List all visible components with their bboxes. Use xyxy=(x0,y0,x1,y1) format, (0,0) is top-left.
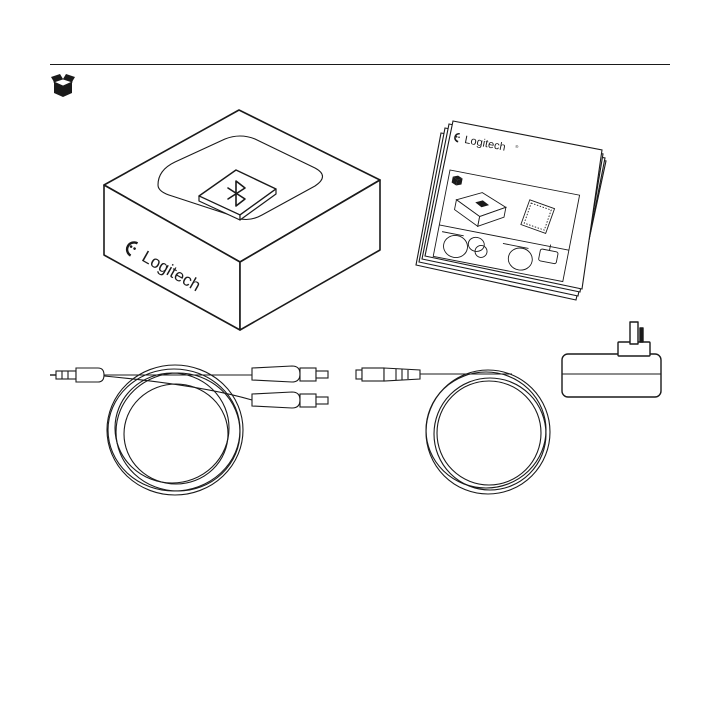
power-cable xyxy=(356,368,550,494)
power-adapter xyxy=(562,322,661,397)
bluetooth-adapter xyxy=(104,110,380,330)
audio-cable-3-5mm-to-rca xyxy=(50,365,328,495)
